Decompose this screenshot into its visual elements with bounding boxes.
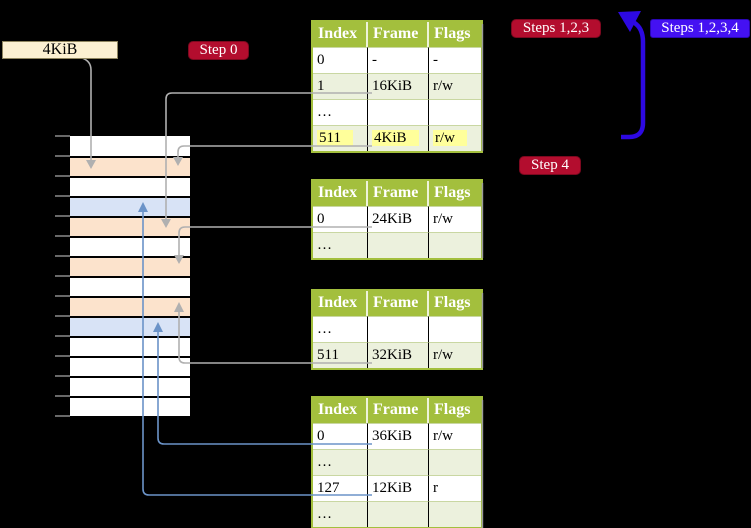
table-cell: 127	[313, 475, 368, 501]
memory-row-40kib-free	[70, 336, 190, 356]
table-cell	[429, 449, 481, 475]
table-cell	[429, 232, 481, 258]
steps123-badge: Steps 1,2,3	[511, 19, 601, 38]
header-cell-frame: Frame	[368, 291, 429, 316]
header-cell-index: Index	[313, 181, 368, 206]
step4-badge: Step 4	[519, 156, 581, 175]
connector-loop-line	[621, 18, 646, 140]
highlighted-value: r/w	[433, 130, 467, 146]
table-cell	[429, 501, 481, 527]
table-cell: r/w	[429, 206, 481, 232]
table-cell: r	[429, 475, 481, 501]
connector-loop-arrowhead-icon	[618, 11, 641, 32]
header-cell-flags: Flags	[434, 184, 471, 201]
memory-row-28kib-free	[70, 276, 190, 296]
frame-pointer-label: 4KiB	[2, 41, 118, 59]
table-cell: r/w	[429, 342, 481, 368]
memory-row-4kib-table	[70, 156, 190, 176]
step0-badge: Step 0	[188, 41, 249, 60]
memory-row-52kib-free	[70, 396, 190, 416]
header-cell-flags: Flags	[434, 25, 471, 42]
header-cell-frame: Frame	[368, 181, 429, 206]
table-cell: 0	[313, 47, 368, 73]
table-cell: 511	[313, 125, 368, 151]
table-cell: r/w	[429, 73, 481, 99]
table-cell: …	[313, 501, 368, 527]
table-cell: 32KiB	[368, 342, 429, 368]
memory-row-32kib-table	[70, 296, 190, 316]
table-cell: …	[313, 232, 368, 258]
table-cell	[368, 449, 429, 475]
table-row: …	[313, 99, 481, 125]
memory-row-8kib-free	[70, 176, 190, 196]
highlighted-value: 511	[317, 130, 353, 146]
table-cell: …	[313, 449, 368, 475]
table-cell	[368, 316, 429, 342]
table-row: 0--	[313, 47, 481, 73]
table-cell: 24KiB	[368, 206, 429, 232]
table-row: …	[313, 449, 481, 475]
memory-row-0kib-free	[70, 136, 190, 156]
header-cell-frame: Frame	[368, 22, 429, 47]
table-cell: -	[429, 47, 481, 73]
header-cell-flags: Flags	[434, 401, 471, 418]
table-cell: …	[313, 99, 368, 125]
memory-row-44kib-free	[70, 356, 190, 376]
table-cell: 36KiB	[368, 423, 429, 449]
memory-row-16kib-table	[70, 216, 190, 236]
table-row: …	[313, 232, 481, 258]
table-cell	[429, 316, 481, 342]
memory-row-12kib-page	[70, 196, 190, 216]
table-cell: r/w	[429, 423, 481, 449]
table-row: …	[313, 316, 481, 342]
table-cell: 0	[313, 423, 368, 449]
memory-row-24kib-table	[70, 256, 190, 276]
header-cell-index: Index	[313, 398, 368, 423]
table-cell	[368, 501, 429, 527]
table-cell: 0	[313, 206, 368, 232]
table-cell	[368, 99, 429, 125]
header-cell-index: Index	[313, 22, 368, 47]
steps1234-badge: Steps 1,2,3,4	[650, 19, 750, 38]
header-cell-frame: Frame	[368, 398, 429, 423]
memory-row-36kib-page	[70, 316, 190, 336]
table-cell: r/w	[429, 125, 481, 151]
memory-row-48kib-free	[70, 376, 190, 396]
table-row: …	[313, 501, 481, 527]
header-cell-flags: Flags	[434, 294, 471, 311]
table-cell: 12KiB	[368, 475, 429, 501]
table-cell: 1	[313, 73, 368, 99]
table-cell	[368, 232, 429, 258]
table-cell	[429, 99, 481, 125]
table-cell: 4KiB	[368, 125, 429, 151]
table-cell: 16KiB	[368, 73, 429, 99]
table-row: 511 4KiB r/w	[313, 125, 481, 151]
memory-row-20kib-free	[70, 236, 190, 256]
table-cell: …	[313, 316, 368, 342]
table-cell: 511	[313, 342, 368, 368]
table-cell: -	[368, 47, 429, 73]
highlighted-value: 4KiB	[372, 130, 419, 146]
header-cell-index: Index	[313, 291, 368, 316]
physical-memory-column	[68, 134, 192, 418]
